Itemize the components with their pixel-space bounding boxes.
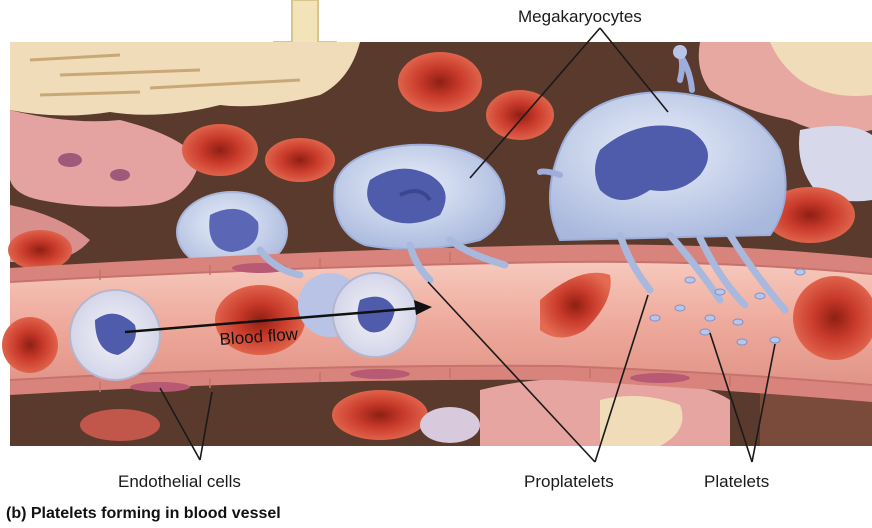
proplatelets-label: Proplatelets — [524, 472, 614, 491]
figure-caption: (b) Platelets forming in blood vessel — [6, 505, 281, 522]
platelets-label: Platelets — [704, 472, 769, 491]
megakaryocytes-label: Megakaryocytes — [518, 7, 642, 26]
megakaryocyte-small — [334, 145, 504, 249]
endothelial-cells-label: Endothelial cells — [118, 472, 241, 491]
